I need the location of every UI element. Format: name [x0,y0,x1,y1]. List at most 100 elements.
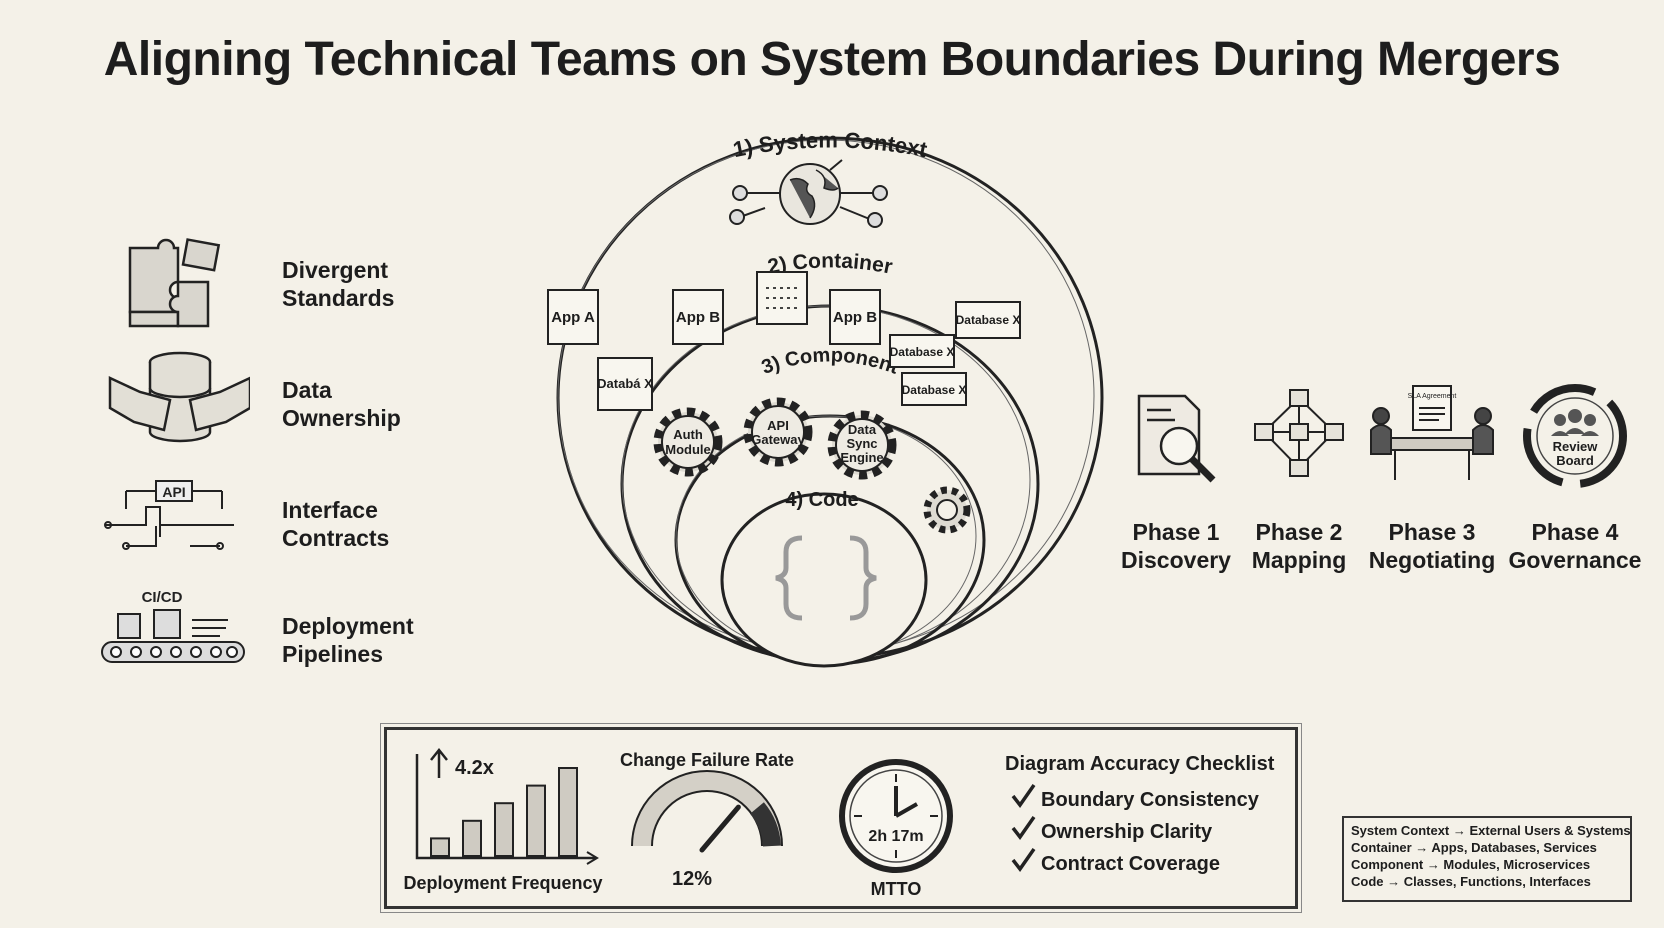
app-b-label: App B [833,309,877,326]
deploy-bar [558,767,578,857]
phase-number: Phase 1 [1132,519,1220,545]
globe-network-icon [729,159,888,228]
code-ring [720,492,928,668]
api-icon-text: API [162,484,185,500]
deploy-bar [526,784,546,857]
container-box-database: Database X [901,372,967,406]
container-box-grid [756,271,808,325]
database-label: Database X [890,345,955,359]
puzzle-pieces-icon [128,238,221,328]
checklist-title: Diagram Accuracy Checklist [1005,753,1275,775]
deploy-bar [430,837,450,858]
container-box-database: Databá X [597,357,653,411]
phase-number: Phase 4 [1531,519,1619,545]
component-label: Sync [846,436,877,451]
container-box-app-b: App B [672,289,724,345]
container-box-app-b: App B [829,289,881,345]
phase-discovery: Phase 1 Discovery [1101,380,1251,574]
cfr-value: 12% [672,868,712,890]
component-label: Data [848,422,877,437]
challenge-label: Divergent [282,257,389,283]
phase-number: Phase 2 [1255,519,1343,545]
api-contract-icon: API [104,480,234,550]
mttr-value: 2h 17m [868,828,923,845]
checklist-item: Contract Coverage [1041,853,1220,875]
phase-governance: Review Board Phase 4 Governance [1500,380,1650,574]
component-gear-data-sync: Data Sync Engine [827,410,897,480]
accuracy-checklist: Diagram Accuracy Checklist Boundary Cons… [1005,753,1275,875]
network-map-icon [1254,389,1344,477]
cfr-label: Change Failure Rate [620,750,794,770]
component-gear-blank [923,486,971,534]
deploy-bar [462,819,482,858]
phase-number: Phase 3 [1388,519,1476,545]
challenge-data-ownership: Data Ownership [100,348,480,458]
database-label: Databá X [597,376,653,391]
challenge-deployment-pipelines: CI/CD Deployment Pipelines [100,584,480,694]
challenge-label: Data [282,377,332,403]
review-board-text: Review [1553,439,1599,454]
container-box-database: Database X [889,334,955,368]
handshake-database-icon [108,351,250,443]
component-label: Auth [673,427,703,442]
legend-entry: Code → Classes, Functions, Interfaces [1351,874,1591,889]
challenge-label: Standards [282,285,395,311]
challenge-label: Pipelines [282,641,383,667]
app-b-label: App B [676,309,720,326]
phase-name: Discovery [1121,547,1231,573]
database-label: Database X [902,383,967,397]
deploy-growth: 4.2x [455,757,494,779]
challenge-interface-contracts: API Interface Contracts [100,468,480,578]
layer-legend: System Context → External Users & System… [1342,816,1632,902]
challenge-label: Interface [282,497,378,523]
gauge-needle [699,804,741,853]
layer-label-context: 1) System Context [731,130,930,162]
metrics-panel: 4.2x Deployment Frequency Change Failure… [380,723,1302,913]
checkmark-icon [1011,815,1036,840]
legend-entry: Container → Apps, Databases, Services [1351,840,1597,855]
component-label: Gateway [751,432,805,447]
cicd-icon-text: CI/CD [142,589,183,606]
nested-layers-diagram: 1) System Context 2) Container 3) Compon… [547,130,1104,668]
up-arrow-icon [430,747,448,778]
mttr-label: MTTO [871,879,922,899]
phase-name: Mapping [1251,547,1347,573]
deploy-label: Deployment Frequency [403,873,602,893]
phase-name: Negotiating [1368,547,1496,573]
review-board-text: Board [1556,453,1594,468]
magnifier-document-icon [1137,394,1216,483]
layer-label-code: 4) Code [785,489,858,511]
checkmark-icon [1011,783,1036,808]
component-label: Engine [840,450,883,465]
checklist-item: Boundary Consistency [1041,789,1260,811]
sla-icon-text: SLA Agreement [1408,393,1457,400]
component-gear-api-gateway: API Gateway [743,397,813,467]
challenge-label: Contracts [282,525,390,551]
checkmark-icon [1011,847,1036,872]
checklist-item: Ownership Clarity [1041,821,1213,843]
phase-negotiating: SLA Agreement Phase 3 Negotiating [1357,380,1507,574]
challenge-label: Ownership [282,405,401,431]
component-label: API [767,418,789,433]
page-title: Aligning Technical Teams on System Bound… [103,33,1561,86]
container-box-app-a: App A [547,289,599,345]
legend-entry: System Context → External Users & System… [1351,823,1631,838]
database-label: Database X [956,313,1021,327]
container-box-database: Database X [955,301,1021,339]
component-gear-auth: Auth Module [653,407,723,477]
phase-name: Governance [1508,547,1642,573]
mttr-clock: 2h 17m MTTO [839,759,953,899]
phase-mapping: Phase 2 Mapping [1224,380,1374,574]
negotiation-table-icon: SLA Agreement [1370,385,1494,480]
challenge-divergent-standards: Divergent Standards [100,228,480,338]
legend-entry: Component → Modules, Microservices [1351,857,1591,872]
review-board-cycle-icon: Review Board [1523,384,1627,488]
code-braces-icon [775,535,877,621]
layer-label-component: 3) Component [759,344,902,379]
component-label: Module [665,442,711,457]
challenge-label: Deployment [282,613,414,639]
change-failure-gauge: Change Failure Rate 12% [620,750,794,890]
app-a-label: App A [551,309,595,326]
conveyor-belt-icon: CI/CD [101,589,245,663]
deployment-frequency-chart: 4.2x Deployment Frequency [403,747,603,893]
